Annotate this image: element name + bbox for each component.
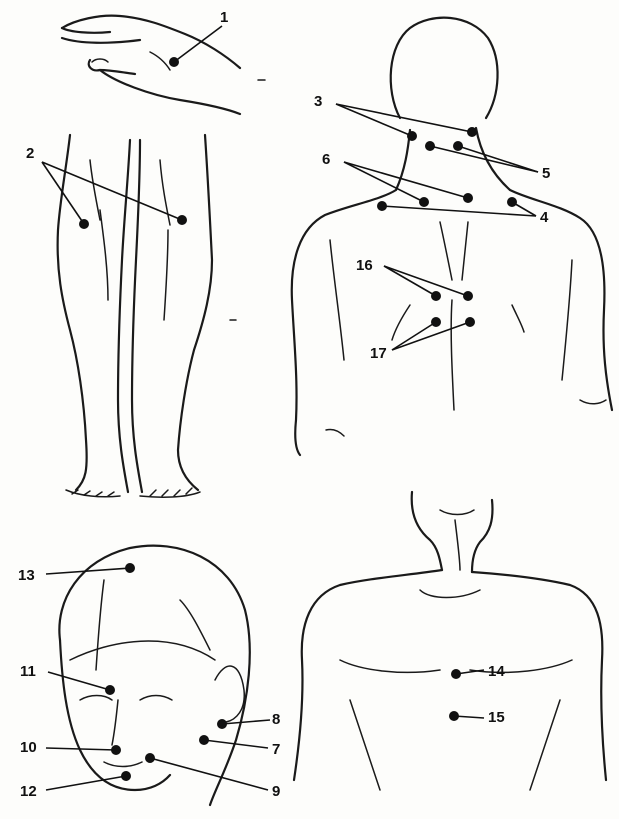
label-4: 4 — [540, 209, 549, 226]
point-11 — [105, 685, 115, 695]
point-5a — [425, 141, 435, 151]
back-figure — [292, 18, 612, 455]
point-12 — [121, 771, 131, 781]
label-3: 3 — [314, 93, 322, 110]
acupoints — [79, 57, 517, 781]
label-13: 13 — [18, 567, 35, 584]
point-14 — [451, 669, 461, 679]
point-17a — [431, 317, 441, 327]
label-17: 17 — [370, 345, 387, 362]
point-2a — [79, 219, 89, 229]
point-13 — [125, 563, 135, 573]
point-1 — [169, 57, 179, 67]
face-figure — [59, 546, 249, 805]
point-7 — [199, 735, 209, 745]
point-8 — [217, 719, 227, 729]
hand-figure — [62, 16, 265, 114]
point-16a — [431, 291, 441, 301]
point-3b — [467, 127, 477, 137]
label-14: 14 — [488, 663, 505, 680]
point-17b — [465, 317, 475, 327]
point-4a — [377, 201, 387, 211]
label-1: 1 — [220, 9, 228, 26]
label-7: 7 — [272, 741, 280, 758]
point-5b — [453, 141, 463, 151]
label-11: 11 — [20, 663, 36, 680]
point-4b — [507, 197, 517, 207]
point-3a — [407, 131, 417, 141]
point-2b — [177, 215, 187, 225]
point-6a — [419, 197, 429, 207]
point-16b — [463, 291, 473, 301]
label-16: 16 — [356, 257, 373, 274]
label-10: 10 — [20, 739, 37, 756]
label-15: 15 — [488, 709, 505, 726]
label-12: 12 — [20, 783, 37, 800]
label-6: 6 — [322, 151, 330, 168]
leader-lines — [42, 26, 538, 790]
point-15 — [449, 711, 459, 721]
label-8: 8 — [272, 711, 280, 728]
legs-figure — [58, 135, 236, 497]
point-10 — [111, 745, 121, 755]
chest-figure — [294, 492, 606, 790]
label-9: 9 — [272, 783, 280, 800]
label-5: 5 — [542, 165, 550, 182]
point-6b — [463, 193, 473, 203]
label-2: 2 — [26, 145, 34, 162]
point-9 — [145, 753, 155, 763]
